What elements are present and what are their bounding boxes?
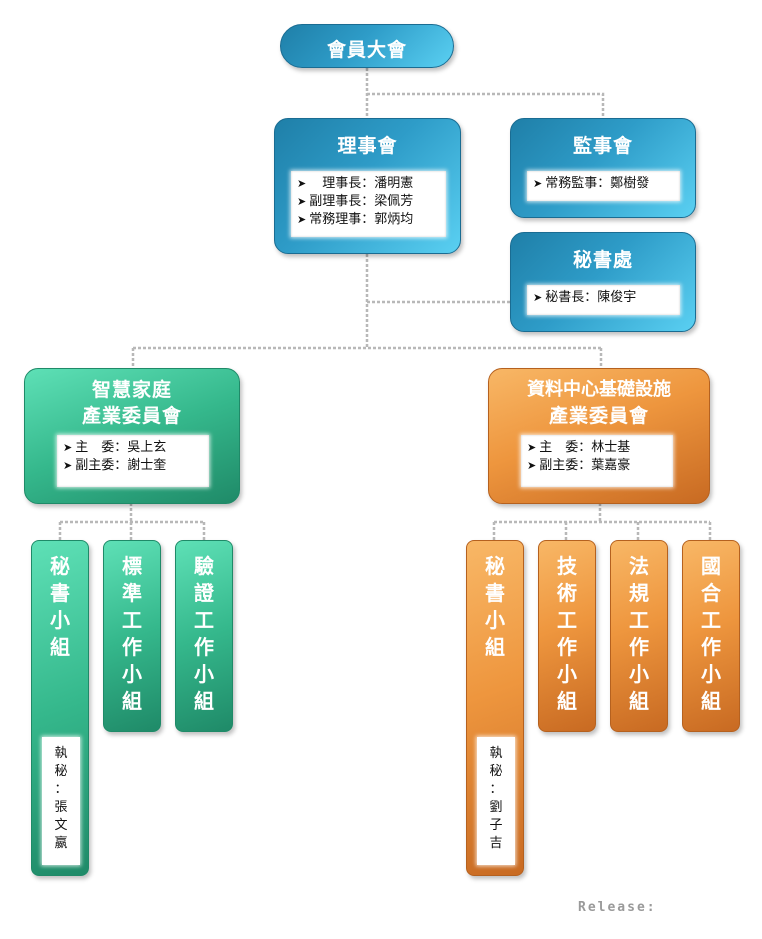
vertical-char: 小 [629,662,649,686]
vertical-char: ： [489,782,503,797]
data-center-member: 副主委：葉嘉豪 [527,457,667,475]
vertical-char: 工 [701,608,721,632]
group-label: 秘書小組 [32,553,88,661]
vertical-char: 證 [194,581,214,605]
vertical-char: 作 [557,635,577,659]
vertical-char: 驗 [194,554,214,578]
vertical-char: 秘 [50,554,70,578]
vertical-char: 小 [485,608,505,632]
supervisors-members-card: 常務監事：鄭樹發 [527,171,680,201]
vertical-char: 秘 [489,764,503,779]
connector-assembly-supervisors [367,92,605,118]
vertical-char: 合 [701,581,721,605]
vertical-char: 組 [557,689,577,713]
vertical-char: 子 [489,818,503,833]
vertical-char: 書 [50,581,70,605]
smart-home-title-line1: 智慧家庭 [91,379,172,401]
vertical-char: 規 [629,581,649,605]
vertical-char: 小 [122,662,142,686]
secretariat-member: 秘書長：陳俊宇 [533,289,674,307]
vertical-char: 準 [122,581,142,605]
vertical-char: 小 [50,608,70,632]
release-label: Release: [578,900,657,915]
vertical-char: 組 [485,635,505,659]
vertical-char: 技 [557,554,577,578]
vertical-char: 嬴 [54,836,68,851]
supervisors-member: 常務監事：鄭樹發 [533,175,674,193]
smart-home-member: 主 委：吳上玄 [63,439,203,457]
data-center-committee-box: 資料中心基礎設施 產業委員會 主 委：林士基 副主委：葉嘉豪 [488,368,710,504]
secretariat-members-card: 秘書長：陳俊宇 [527,285,680,315]
vertical-char: 秘 [54,764,68,779]
secretariat-box: 秘書處 秘書長：陳俊宇 [510,232,696,332]
data-center-group-regulatory: 法規工作小組 [610,540,668,732]
board-box: 理事會 理事長：潘明憲 副理事長：梁佩芳 常務理事：郭炳均 [274,118,461,254]
board-title: 理事會 [337,135,398,157]
vertical-char: 作 [701,635,721,659]
connector-smart-home-groups [58,503,206,540]
board-member: 常務理事：郭炳均 [297,211,440,229]
vertical-char: 標 [122,554,142,578]
smart-home-group-secretariat: 秘書小組 執秘：張文嬴 [31,540,89,876]
vertical-char: 工 [194,608,214,632]
vertical-char: 作 [194,635,214,659]
vertical-char: 執 [489,746,503,761]
vertical-char: 國 [701,554,721,578]
vertical-char: 張 [54,800,68,815]
smart-home-title-line2: 產業委員會 [81,405,182,427]
vertical-char: 工 [557,608,577,632]
vertical-char: 作 [122,635,142,659]
group-label: 驗證工作小組 [176,553,232,715]
vertical-char: 小 [701,662,721,686]
data-center-group-international: 國合工作小組 [682,540,740,732]
smart-home-committee-box: 智慧家庭 產業委員會 主 委：吳上玄 副主委：謝士奎 [24,368,240,504]
vertical-char: 術 [557,581,577,605]
data-center-title-line2: 產業委員會 [548,405,649,427]
vertical-char: 小 [194,662,214,686]
vertical-char: 小 [557,662,577,686]
vertical-char: 組 [50,635,70,659]
vertical-char: ： [54,782,68,797]
assembly-label: 會員大會 [326,39,407,61]
vertical-char: 作 [629,635,649,659]
assembly-box: 會員大會 [280,24,454,68]
group-label: 秘書小組 [467,553,523,661]
group-label: 國合工作小組 [683,553,739,715]
vertical-char: 組 [194,689,214,713]
data-center-members-card: 主 委：林士基 副主委：葉嘉豪 [521,435,673,487]
smart-home-group-certification: 驗證工作小組 [175,540,233,732]
smart-home-members-card: 主 委：吳上玄 副主委：謝士奎 [57,435,209,487]
group-note-card: 執秘 ： 劉子吉 [477,737,515,865]
group-label: 技術工作小組 [539,553,595,715]
board-members-card: 理事長：潘明憲 副理事長：梁佩芳 常務理事：郭炳均 [291,171,446,237]
supervisors-title: 監事會 [572,135,633,157]
smart-home-member: 副主委：謝士奎 [63,457,203,475]
data-center-title-line1: 資料中心基礎設施 [527,379,671,400]
board-member: 理事長：潘明憲 [297,175,440,193]
smart-home-group-standards: 標準工作小組 [103,540,161,732]
board-member: 副理事長：梁佩芳 [297,193,440,211]
secretariat-title: 秘書處 [572,249,633,271]
data-center-group-technical: 技術工作小組 [538,540,596,732]
vertical-char: 工 [629,608,649,632]
vertical-char: 組 [629,689,649,713]
vertical-char: 秘 [485,554,505,578]
connector-data-center-groups [492,503,712,540]
supervisors-box: 監事會 常務監事：鄭樹發 [510,118,696,218]
vertical-char: 執 [54,746,68,761]
vertical-char: 法 [629,554,649,578]
group-label: 標準工作小組 [104,553,160,715]
vertical-char: 工 [122,608,142,632]
vertical-char: 組 [122,689,142,713]
vertical-char: 組 [701,689,721,713]
vertical-char: 書 [485,581,505,605]
vertical-char: 劉 [489,800,503,815]
group-label: 法規工作小組 [611,553,667,715]
vertical-char: 文 [54,818,68,833]
group-note-card: 執秘 ： 張文嬴 [42,737,80,865]
data-center-group-secretariat: 秘書小組 執秘：劉子吉 [466,540,524,876]
data-center-member: 主 委：林士基 [527,439,667,457]
vertical-char: 吉 [489,836,503,851]
